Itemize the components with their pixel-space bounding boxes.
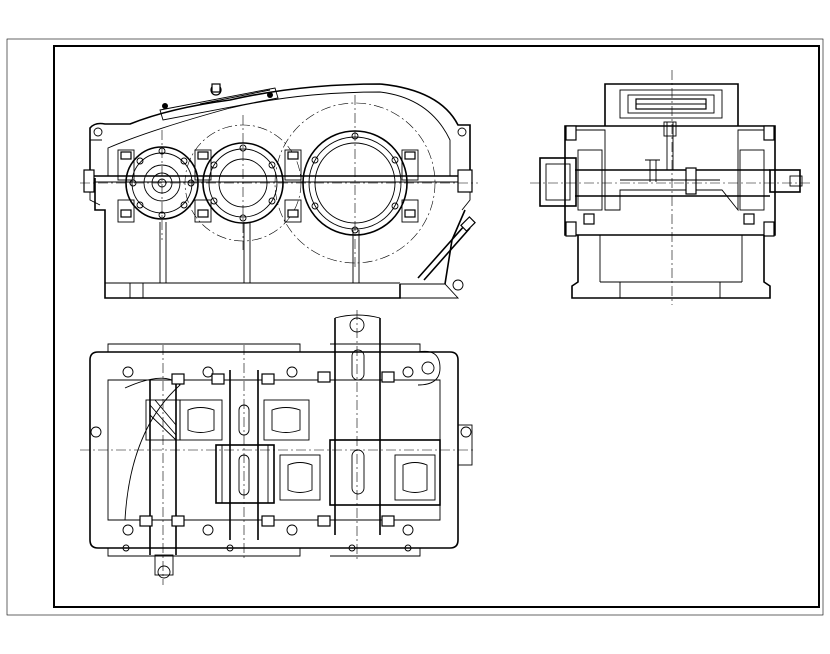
inner-border — [53, 45, 820, 608]
side-view — [530, 70, 812, 305]
outer-frame — [6, 38, 824, 616]
top-view — [80, 310, 475, 585]
front-view — [80, 83, 478, 299]
